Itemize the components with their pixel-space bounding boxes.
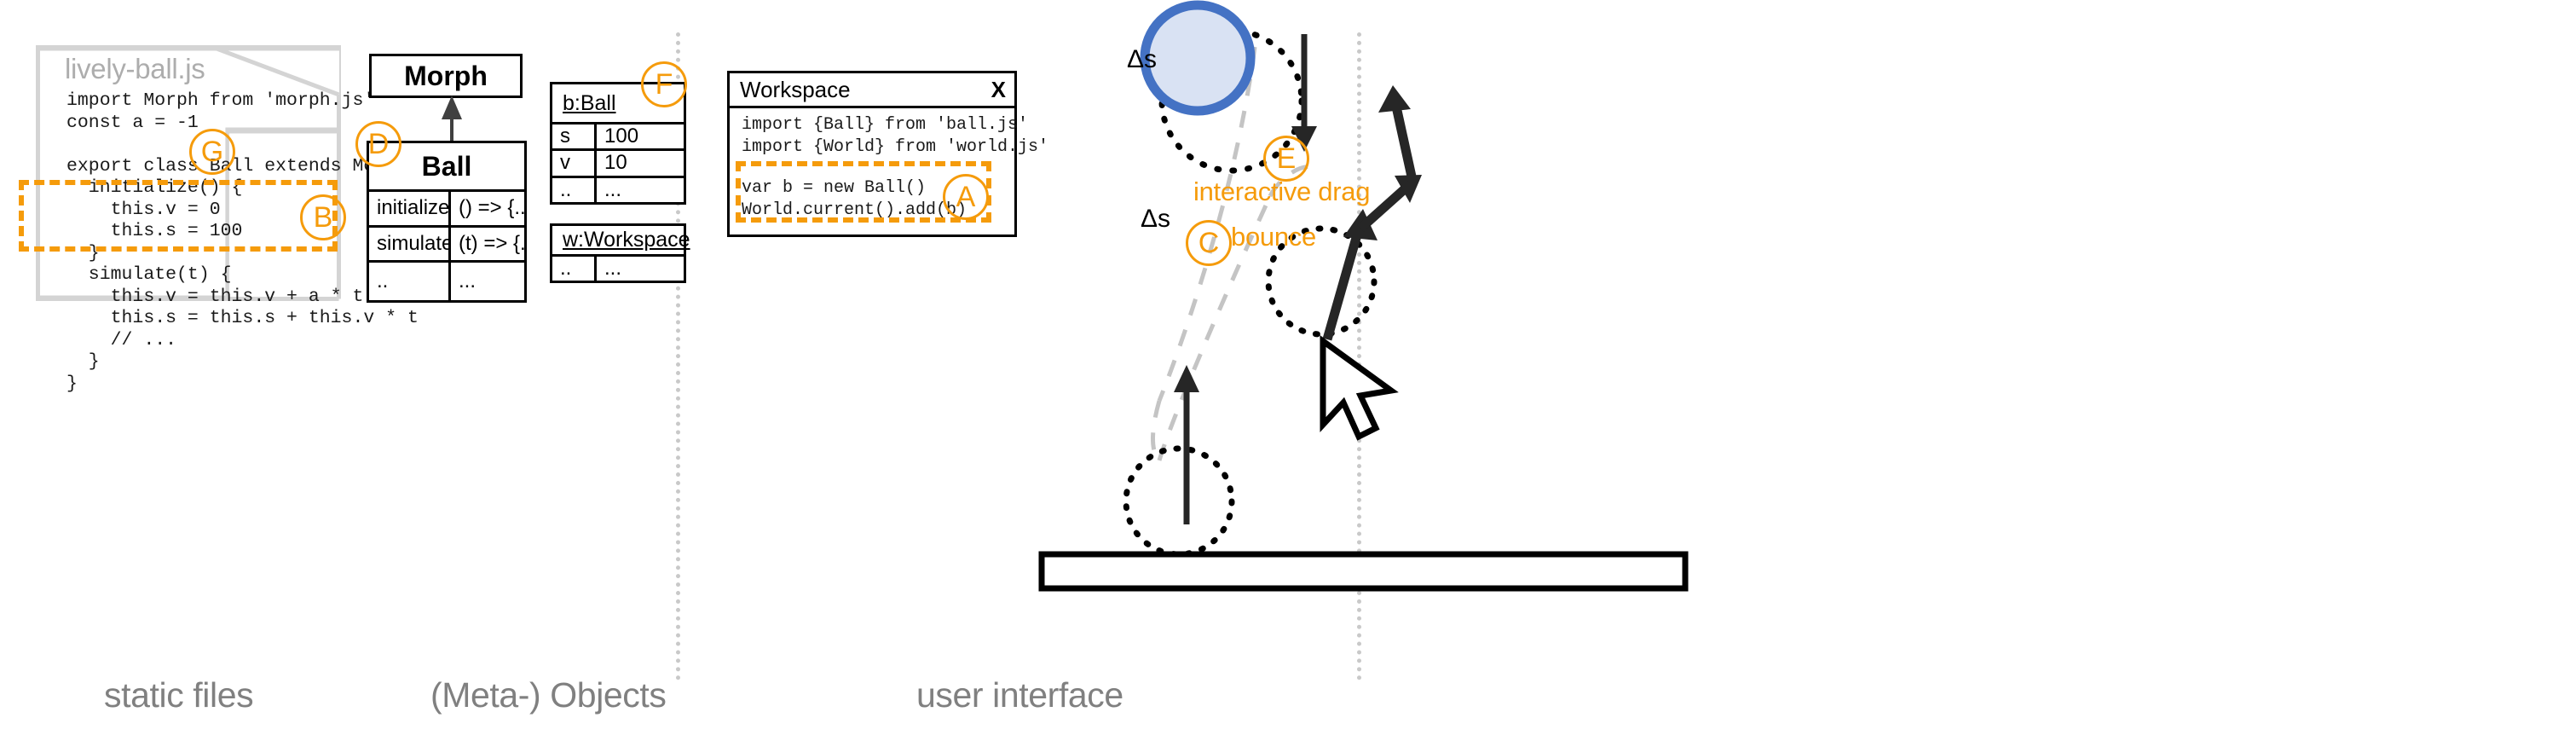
object-field-name: .. <box>552 177 597 202</box>
uml-class-ball-header: Ball <box>369 143 524 192</box>
uml-class-ball: Ball initialize () => {..} simulate (t) … <box>367 141 527 303</box>
table-row: s 100 <box>552 124 684 152</box>
bounce-label: bounce <box>1231 222 1316 252</box>
object-table-ball-label: b:Ball <box>563 90 616 115</box>
delta-s-top-label: Δs <box>1127 45 1158 73</box>
panel-caption-user-interface: user interface <box>916 675 1123 715</box>
ball-physics-scene <box>1038 0 1689 592</box>
object-table-workspace: w:Workspace .. ... <box>550 223 690 283</box>
object-field-value: 10 <box>604 151 627 175</box>
document-folded-page-shape <box>36 45 341 301</box>
uml-member-name: initialize <box>369 192 451 225</box>
uml-member-name: simulate <box>369 227 451 260</box>
workspace-code-imports[interactable]: import {Ball} from 'ball.js' import {Wor… <box>742 115 1049 157</box>
inheritance-arrow-icon <box>442 96 462 145</box>
object-table-workspace-label: w:Workspace <box>563 228 690 252</box>
object-table-ball-header: b:Ball <box>552 84 684 124</box>
panel-divider-left <box>676 32 680 680</box>
panel-divider-right <box>1357 32 1361 680</box>
object-field-value: ... <box>604 257 622 280</box>
drag-arrow-path <box>1322 85 1422 341</box>
object-field-name: s <box>552 124 597 149</box>
workspace-code-selection[interactable]: var b = new Ball() World.current().add(b… <box>742 178 967 220</box>
badge-c[interactable]: C <box>1186 220 1232 266</box>
rise-trajectory-path <box>1157 194 1273 461</box>
uml-member-name: .. <box>369 263 451 300</box>
delta-s-bottom-label: Δs <box>1141 205 1171 233</box>
panel-caption-static-files: static files <box>104 675 254 715</box>
badge-g[interactable]: G <box>189 129 235 175</box>
badge-d[interactable]: D <box>355 121 401 167</box>
object-table-ball: b:Ball s 100 v 10 .. ... <box>550 82 686 205</box>
highlight-box-simulate <box>19 180 338 252</box>
ground-bar <box>1038 551 1689 592</box>
table-row: .. ... <box>552 257 684 281</box>
object-field-name: .. <box>552 257 597 281</box>
object-table-workspace-header: w:Workspace <box>552 226 690 257</box>
table-row: .. ... <box>552 177 684 202</box>
cursor-icon <box>1320 335 1399 441</box>
uml-member-value: (t) => {..} <box>459 231 524 255</box>
badge-f[interactable]: F <box>641 61 687 107</box>
uml-class-morph-title: Morph <box>404 60 488 91</box>
object-table-workspace-rows: .. ... <box>552 257 684 281</box>
table-row: simulate (t) => {..} <box>369 227 524 263</box>
table-row: .. ... <box>369 263 524 300</box>
bounce-bottom-path <box>1151 400 1162 462</box>
uml-member-value: () => {..} <box>459 196 524 220</box>
uml-member-value: ... <box>459 269 477 292</box>
static-file-document: lively-ball.js import Morph from 'morph.… <box>36 45 430 394</box>
workspace-title: Workspace <box>740 76 851 102</box>
workspace-titlebar[interactable]: Workspace X <box>730 73 1014 108</box>
ghost-ball-bounce <box>1123 445 1235 558</box>
object-field-value: ... <box>604 177 622 201</box>
object-field-name: v <box>552 151 597 176</box>
object-table-ball-rows: s 100 v 10 .. ... <box>552 124 684 202</box>
uml-class-morph: Morph <box>369 54 523 98</box>
ball-current <box>1140 0 1256 116</box>
interactive-drag-label: interactive drag <box>1193 177 1371 206</box>
delta-s-down-arrow-head <box>1291 126 1317 152</box>
uml-class-ball-title: Ball <box>421 150 472 182</box>
uml-class-ball-rows: initialize () => {..} simulate (t) => {.… <box>369 192 524 300</box>
ghost-ball-drag <box>1265 225 1378 338</box>
badge-b[interactable]: B <box>300 194 346 240</box>
close-icon[interactable]: X <box>991 76 1006 102</box>
object-field-value: 100 <box>604 124 639 148</box>
badge-e[interactable]: E <box>1263 136 1309 182</box>
highlight-box-workspace-selection <box>736 161 991 223</box>
document-filename: lively-ball.js <box>65 53 205 84</box>
table-row: v 10 <box>552 151 684 178</box>
table-row: initialize () => {..} <box>369 192 524 228</box>
panel-caption-meta-objects: (Meta-) Objects <box>430 675 667 715</box>
delta-s-up-arrow-head <box>1174 365 1199 392</box>
badge-a[interactable]: A <box>943 174 989 220</box>
